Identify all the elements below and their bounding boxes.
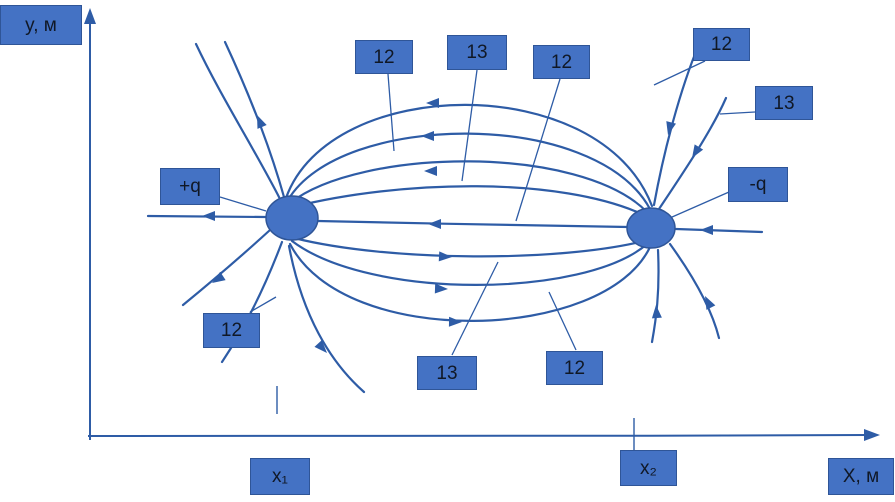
axes [84,8,880,452]
right-line-horizontal [674,227,764,234]
left-line-down-3 [287,244,366,394]
leader-top-13 [461,69,478,182]
callout-top-right-12: 12 [693,28,750,61]
x1-label: x₁ [250,458,310,495]
leader-top-mid-12 [515,78,561,222]
leader-plus-q [219,196,267,212]
field-direction-arrows [202,98,716,353]
leader-bottom-mid-12 [548,291,577,351]
callout-top-mid-12: 12 [533,45,590,79]
right-line-up-1 [652,42,701,207]
arrow-left-down-3 [314,340,327,353]
leader-minus-q [662,191,730,222]
y-axis-arrowhead [84,8,96,24]
arrow-right-horizontal [700,225,713,235]
arrow-right-up-2 [692,144,704,158]
arrow-left-down-1 [212,271,226,283]
arrow-lower-1 [438,251,452,262]
x-axis-label: X, м [828,458,894,495]
arrow-lower-3 [448,316,462,327]
callout-bottom-mid-12: 12 [546,351,603,385]
right-line-down-2 [650,248,660,344]
field-line-upper-3 [288,160,649,214]
field-line-lower-2 [290,239,649,286]
field-line-lower-1 [292,236,646,258]
arrow-lower-2 [434,283,448,294]
field-line-upper-1 [284,103,654,208]
leader-bottom-left-12 [249,296,277,313]
callout-top-left-12: 12 [355,40,413,74]
callout-right-13: 13 [755,86,813,120]
x-axis [87,434,869,437]
leader-bottom-13 [451,261,499,356]
right-line-up-2 [657,96,728,211]
arrow-upper-3 [424,166,437,176]
field-line-upper-4 [291,185,646,217]
negative-charge-dot [626,207,676,249]
right-line-down-1 [668,242,721,340]
arrow-right-down-2 [651,305,662,319]
left-line-up-2 [194,42,282,201]
arrow-left-horizontal [202,211,215,221]
positive-charge-label: +q [160,168,220,205]
field-line-center [316,219,630,229]
arrow-center [428,219,441,229]
charges [265,195,676,249]
leader-top-right-12 [653,60,706,86]
callout-bottom-left-12: 12 [203,313,260,348]
y-axis-label: y, м [0,5,82,45]
leader-top-left-12 [387,73,395,152]
callout-bottom-13: 13 [417,356,477,390]
negative-charge-label: -q [728,167,788,202]
leader-right-13 [719,111,756,115]
arrow-right-down-1 [705,296,716,310]
arrow-upper-1 [426,98,439,108]
arrow-upper-2 [421,131,434,141]
left-line-down-1 [181,228,272,307]
callout-leaders [219,60,756,356]
field-lines [284,103,654,322]
left-line-up-1 [223,40,286,199]
callout-top-13: 13 [447,35,507,70]
x-axis-arrowhead [864,429,880,441]
arrow-left-up [257,115,267,129]
field-lines-left-charge [146,40,366,394]
arrow-right-up-1 [666,121,676,135]
positive-charge-dot [265,195,319,241]
x2-label: x₂ [620,450,677,486]
field-line-lower-3 [288,242,652,322]
